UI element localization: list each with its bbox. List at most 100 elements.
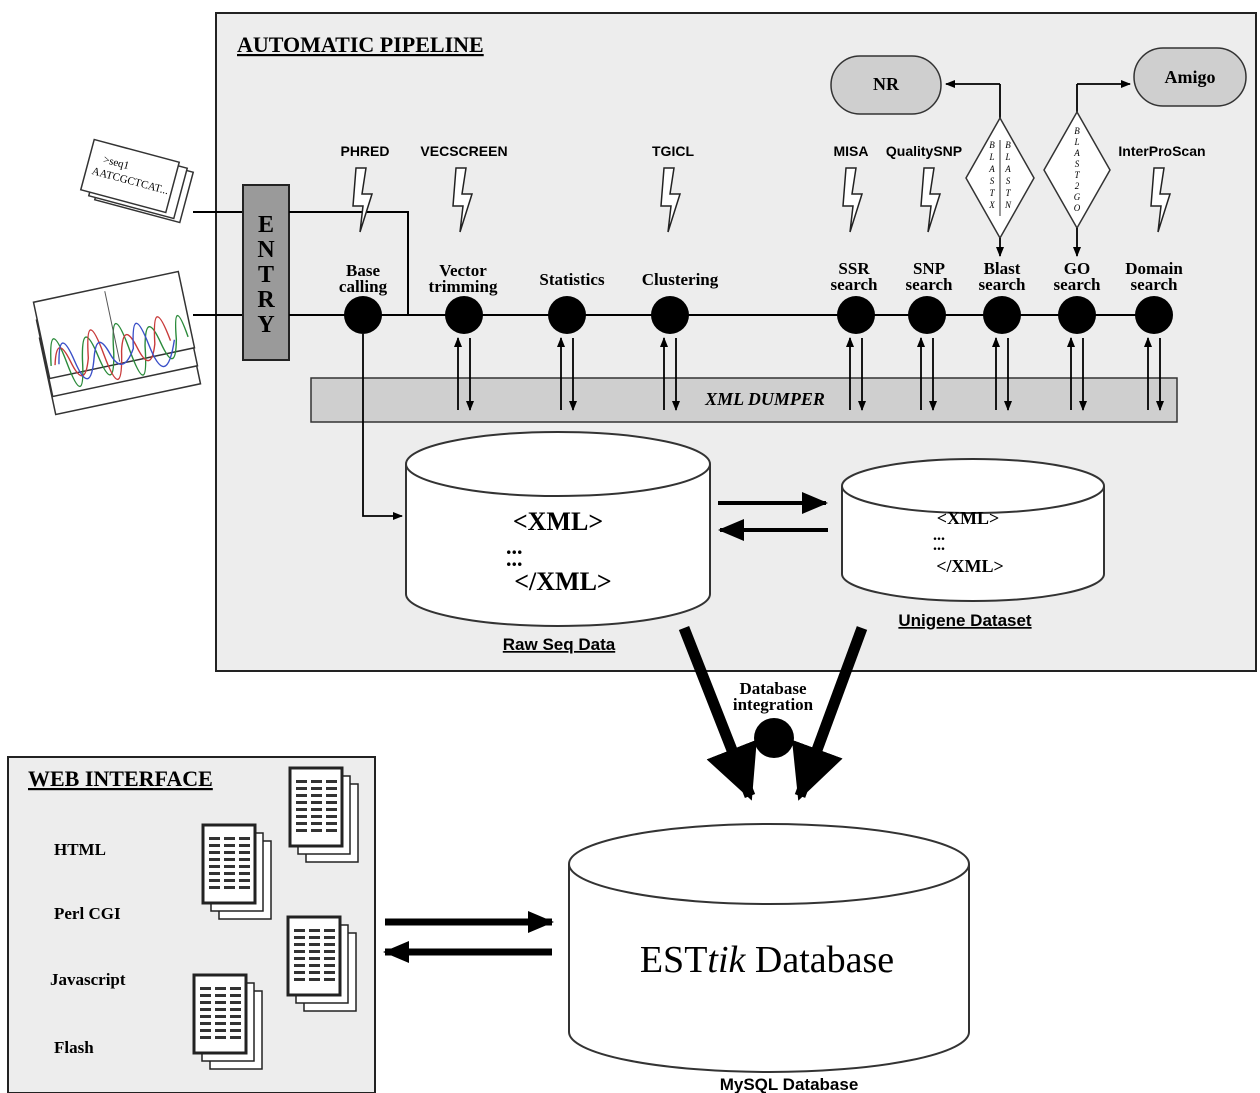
step-label: Blast [984, 259, 1021, 278]
lightning-icon-interproscan [1150, 167, 1172, 233]
tool-label-misa: MISA [834, 143, 869, 159]
xml-dumper-bar [310, 377, 1178, 423]
raw-to-database-arrow [678, 625, 757, 801]
diamond-letter: X [988, 200, 995, 210]
diamond-letter: O [1074, 203, 1081, 213]
lightning-icon-tgicl [660, 167, 682, 233]
step-label: SNP [913, 259, 945, 278]
esttik-database-cylinder [568, 823, 970, 1073]
amigo-node [1133, 47, 1247, 107]
step-node-snp-search [908, 296, 946, 334]
lightning-icon-phred [352, 167, 374, 233]
step-node-domain-search [1135, 296, 1173, 334]
chromatogram-cards-icon [32, 270, 202, 416]
diamond-letter: S [1075, 159, 1080, 169]
web-tech-item: Flash [54, 1038, 94, 1057]
step-label: Vector [439, 261, 487, 280]
diamond-letter: S [990, 176, 995, 186]
integration-node [754, 718, 794, 758]
web-tech-item: Javascript [50, 970, 126, 989]
lightning-icon-vecscreen [452, 167, 474, 233]
diamond-letter: A [1004, 164, 1011, 174]
step-label: Domain [1125, 259, 1183, 278]
nr-database-node [830, 55, 942, 115]
diamond-letter: B [989, 140, 995, 150]
step-label: Statistics [539, 270, 605, 289]
web-tech-item: Perl CGI [54, 904, 121, 923]
unigene-xml-open: <XML> [937, 508, 1000, 528]
diamond-letter: A [988, 164, 995, 174]
tool-label-phred: PHRED [340, 143, 389, 159]
mysql-database-label: MySQL Database [720, 1075, 859, 1093]
step-label: GO [1064, 259, 1090, 278]
raw-data-ellipsis: ... [506, 546, 523, 571]
step-label: search [831, 275, 878, 294]
diamond-letter: A [1073, 148, 1080, 158]
entry-letter: R [257, 287, 275, 313]
step-node-clustering [651, 296, 689, 334]
tool-label-vecscreen: VECSCREEN [420, 143, 507, 159]
step-label: search [1054, 275, 1101, 294]
entry-letter: N [257, 237, 275, 263]
db-title-italic: tik [707, 939, 746, 981]
diamond-letter: L [1004, 152, 1010, 162]
step-label: Clustering [642, 270, 719, 289]
unigene-dataset-label: Unigene Dataset [898, 611, 1032, 630]
web-interface-title: WEB INTERFACE [28, 766, 213, 791]
raw-seq-data-label: Raw Seq Data [503, 635, 616, 654]
raw-data-xml-close: </XML> [514, 567, 612, 596]
db-title-prefix: EST [640, 939, 708, 981]
diamond-letter: L [988, 152, 994, 162]
diamond-letter: B [1005, 140, 1011, 150]
lightning-icon-misa [842, 167, 864, 233]
diamond-letter: N [1004, 200, 1012, 210]
step-label: Base [346, 261, 380, 280]
step-label: calling [339, 277, 388, 296]
xml-dumper-label: XML DUMPER [704, 389, 825, 409]
step-label: trimming [429, 277, 498, 296]
step-label: search [979, 275, 1026, 294]
diamond-letter: G [1074, 192, 1081, 202]
unigene-ellipsis: ... [933, 527, 945, 544]
db-title-suffix: Database [745, 939, 894, 981]
entry-box [242, 184, 290, 361]
step-label: search [906, 275, 953, 294]
step-label: search [1131, 275, 1178, 294]
raw-seq-data-cylinder [405, 431, 711, 627]
fasta-bypass-line [289, 211, 409, 315]
unigene-to-database-arrow [791, 626, 868, 801]
step-node-vector-trimming [445, 296, 483, 334]
amigo-label: Amigo [1165, 67, 1216, 87]
tool-label-tgicl: TGICL [652, 143, 694, 159]
esttik-database-title: ESTtik Database [640, 939, 894, 981]
unigene-dataset-cylinder [841, 458, 1105, 602]
integration-label: integration [733, 695, 814, 714]
diamond-letter: L [1073, 137, 1079, 147]
entry-letter: E [258, 212, 274, 238]
entry-letter: T [258, 262, 274, 288]
document-stack-icon [192, 973, 263, 1070]
base-calling-to-raw-data-arrow [362, 334, 403, 520]
diamond-letter: 2 [1075, 181, 1080, 191]
lightning-icon-qualitysnp [920, 167, 942, 233]
integration-label: Database [739, 679, 807, 698]
diamond-letter: T [1005, 188, 1011, 198]
fasta-sequence-cards: >seq1 AATCGCTCAT... [79, 138, 195, 224]
tool-label-interproscan: InterProScan [1118, 143, 1205, 159]
document-stack-icon [286, 915, 357, 1012]
diamond-letter: T [989, 188, 995, 198]
entry-letter: Y [257, 312, 274, 338]
nr-label: NR [873, 74, 900, 94]
diamond-letter: B [1074, 126, 1080, 136]
step-node-ssr-search [837, 296, 875, 334]
document-stack-icon [288, 766, 359, 863]
step-node-base-calling [344, 296, 382, 334]
step-label: SSR [838, 259, 870, 278]
pipeline-title: AUTOMATIC PIPELINE [237, 32, 484, 57]
step-node-statistics [548, 296, 586, 334]
raw-data-ellipsis: ... [506, 534, 523, 559]
step-node-blast-search [983, 296, 1021, 334]
document-stack-icon [201, 823, 272, 920]
raw-data-xml-open: <XML> [513, 507, 603, 536]
